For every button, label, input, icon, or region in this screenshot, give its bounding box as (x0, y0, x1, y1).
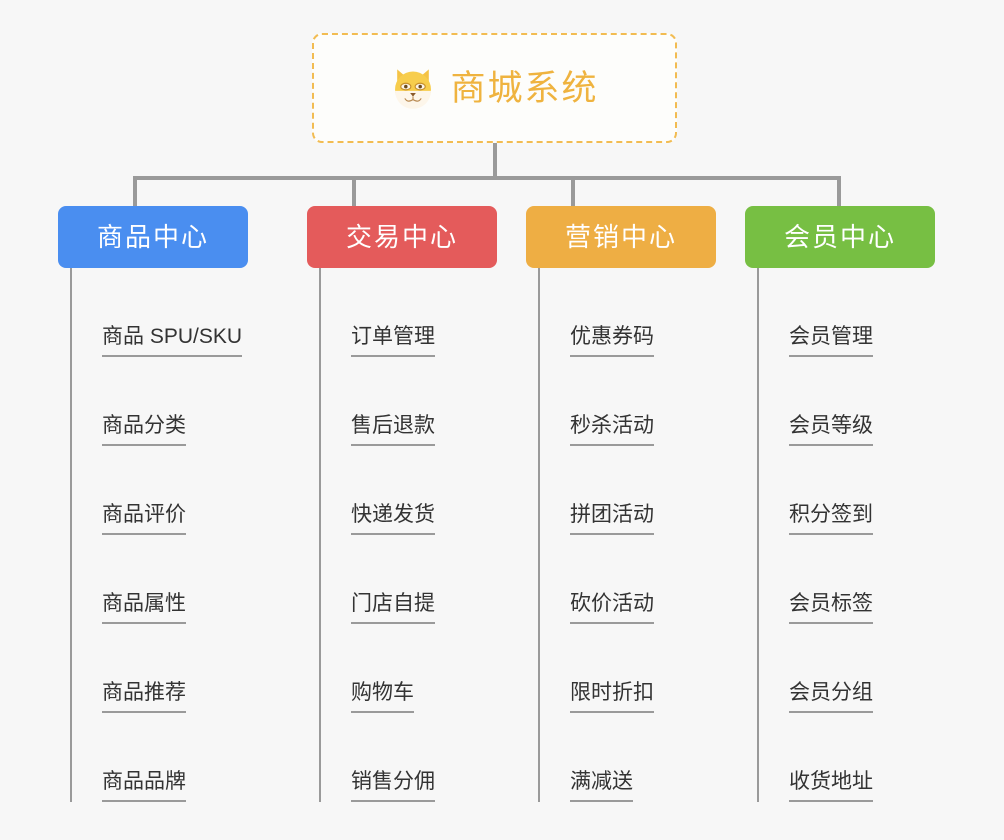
dog-face-icon (390, 65, 436, 111)
list-item-label: 限时折扣 (570, 680, 654, 713)
connector-drop-4 (837, 176, 841, 206)
list-item-label: 会员分组 (789, 680, 873, 713)
branch-trunk-3 (538, 268, 540, 802)
list-item-label: 商品属性 (102, 591, 186, 624)
list-item[interactable]: 积分签到 (757, 446, 935, 535)
root-title: 商城系统 (450, 68, 599, 108)
list-item-label: 优惠券码 (570, 324, 654, 357)
list-item-label: 快递发货 (351, 502, 435, 535)
connector-drop-1 (133, 176, 137, 206)
branch-items-2: 订单管理 售后退款 快递发货 门店自提 购物车 销售分佣 (319, 268, 497, 802)
branch-header-label-1: 商品中心 (96, 222, 209, 252)
list-item-label: 商品评价 (102, 502, 186, 535)
list-item[interactable]: 会员标签 (757, 535, 935, 624)
branch-items-3: 优惠券码 秒杀活动 拼团活动 砍价活动 限时折扣 满减送 (538, 268, 716, 802)
connector-root-stem (493, 143, 497, 178)
list-item[interactable]: 商品推荐 (70, 624, 248, 713)
list-item[interactable]: 快递发货 (319, 446, 497, 535)
branch-header-label-2: 交易中心 (345, 222, 458, 252)
branch-trunk-1 (70, 268, 72, 802)
list-item-label: 砍价活动 (570, 591, 654, 624)
list-item[interactable]: 商品分类 (70, 357, 248, 446)
list-item-label: 会员等级 (789, 413, 873, 446)
branch-column-3: 营销中心 优惠券码 秒杀活动 拼团活动 砍价活动 限时折扣 满减送 (526, 206, 716, 802)
root-node[interactable]: 商城系统 (312, 33, 677, 143)
list-item[interactable]: 售后退款 (319, 357, 497, 446)
list-item-label: 订单管理 (351, 324, 435, 357)
list-item-label: 购物车 (351, 680, 414, 713)
list-item-label: 商品推荐 (102, 680, 186, 713)
list-item-label: 门店自提 (351, 591, 435, 624)
list-item[interactable]: 收货地址 (757, 713, 935, 802)
branch-column-1: 商品中心 商品 SPU/SKU 商品分类 商品评价 商品属性 商品推荐 商品品牌 (58, 206, 248, 802)
list-item[interactable]: 秒杀活动 (538, 357, 716, 446)
list-item[interactable]: 销售分佣 (319, 713, 497, 802)
list-item-label: 积分签到 (789, 502, 873, 535)
connector-horizontal-bus (133, 176, 841, 180)
list-item[interactable]: 商品评价 (70, 446, 248, 535)
list-item-label: 拼团活动 (570, 502, 654, 535)
list-item-label: 会员管理 (789, 324, 873, 357)
connector-drop-3 (571, 176, 575, 206)
branch-items-1: 商品 SPU/SKU 商品分类 商品评价 商品属性 商品推荐 商品品牌 (70, 268, 248, 802)
branch-header-label-3: 营销中心 (564, 222, 677, 252)
list-item[interactable]: 限时折扣 (538, 624, 716, 713)
list-item[interactable]: 满减送 (538, 713, 716, 802)
branch-column-4: 会员中心 会员管理 会员等级 积分签到 会员标签 会员分组 收货地址 (745, 206, 935, 802)
list-item[interactable]: 商品 SPU/SKU (70, 268, 248, 357)
list-item-label: 收货地址 (789, 769, 873, 802)
list-item-label: 销售分佣 (351, 769, 435, 802)
branch-items-4: 会员管理 会员等级 积分签到 会员标签 会员分组 收货地址 (757, 268, 935, 802)
list-item[interactable]: 优惠券码 (538, 268, 716, 357)
list-item[interactable]: 商品属性 (70, 535, 248, 624)
branch-header-label-4: 会员中心 (783, 222, 896, 252)
list-item[interactable]: 购物车 (319, 624, 497, 713)
list-item-label: 商品 SPU/SKU (102, 324, 243, 357)
list-item[interactable]: 商品品牌 (70, 713, 248, 802)
list-item[interactable]: 门店自提 (319, 535, 497, 624)
list-item-label: 满减送 (570, 769, 633, 802)
branch-column-2: 交易中心 订单管理 售后退款 快递发货 门店自提 购物车 销售分佣 (307, 206, 497, 802)
list-item[interactable]: 拼团活动 (538, 446, 716, 535)
list-item[interactable]: 会员管理 (757, 268, 935, 357)
list-item-label: 商品分类 (102, 413, 186, 446)
branch-header-4[interactable]: 会员中心 (745, 206, 935, 268)
connector-drop-2 (352, 176, 356, 206)
list-item[interactable]: 订单管理 (319, 268, 497, 357)
list-item[interactable]: 会员等级 (757, 357, 935, 446)
list-item[interactable]: 会员分组 (757, 624, 935, 713)
branch-trunk-2 (319, 268, 321, 802)
list-item-label: 商品品牌 (102, 769, 186, 802)
list-item-label: 秒杀活动 (570, 413, 654, 446)
list-item[interactable]: 砍价活动 (538, 535, 716, 624)
branch-header-2[interactable]: 交易中心 (307, 206, 497, 268)
branch-header-3[interactable]: 营销中心 (526, 206, 716, 268)
list-item-label: 售后退款 (351, 413, 435, 446)
branch-trunk-4 (757, 268, 759, 802)
branch-header-1[interactable]: 商品中心 (58, 206, 248, 268)
list-item-label: 会员标签 (789, 591, 873, 624)
